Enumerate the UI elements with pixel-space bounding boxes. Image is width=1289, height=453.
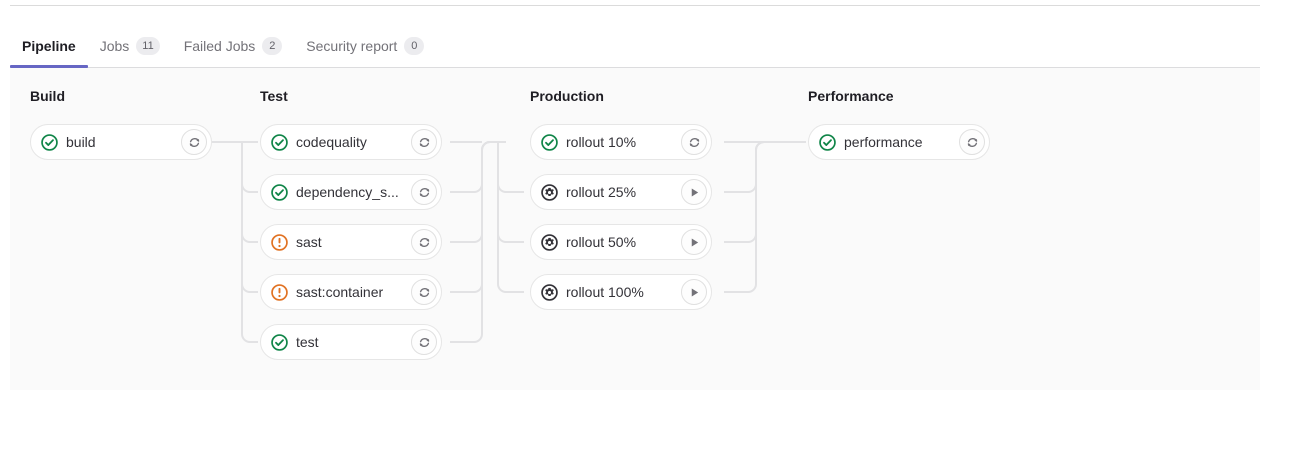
- retry-icon: [419, 237, 429, 247]
- job-name: rollout 50%: [566, 234, 637, 250]
- status-success-icon: [41, 133, 58, 151]
- retry-icon: [419, 137, 429, 147]
- play-icon: [691, 287, 698, 297]
- tab-count-badge: 0: [404, 36, 425, 55]
- tab-count-badge: 2: [262, 36, 283, 55]
- status-manual-icon: [541, 233, 558, 251]
- status-warning-icon: [271, 233, 288, 251]
- tab-security-report[interactable]: Security report 0: [294, 24, 436, 67]
- job-name: rollout 10%: [566, 134, 637, 150]
- stage-title: Build: [30, 88, 65, 104]
- pipeline-job-card[interactable]: rollout 10%: [530, 124, 712, 160]
- retry-job-button[interactable]: [411, 279, 437, 305]
- pipeline-job-card[interactable]: sast: [260, 224, 442, 260]
- retry-job-button[interactable]: [411, 329, 437, 355]
- pipeline-graph-panel: Build build Test codequality dependency_s...…: [10, 68, 1260, 390]
- stage-title: Production: [530, 88, 604, 104]
- tab-label: Failed Jobs: [183, 37, 256, 54]
- retry-icon: [419, 287, 429, 297]
- play-icon: [691, 237, 698, 247]
- tab-label: Jobs: [99, 37, 130, 54]
- job-name: sast:container: [296, 284, 384, 300]
- job-name: codequality: [296, 134, 367, 150]
- retry-job-button[interactable]: [411, 229, 437, 255]
- job-name: build: [66, 134, 96, 150]
- job-name: sast: [296, 234, 322, 250]
- retry-job-button[interactable]: [411, 179, 437, 205]
- container-top-divider: [10, 5, 1260, 6]
- retry-job-button[interactable]: [959, 129, 985, 155]
- job-name: test: [296, 334, 319, 350]
- tab-failed-jobs[interactable]: Failed Jobs 2: [172, 24, 295, 67]
- retry-icon: [419, 187, 429, 197]
- pipeline-job-card[interactable]: performance: [808, 124, 990, 160]
- play-job-button[interactable]: [681, 179, 707, 205]
- status-success-icon: [819, 133, 836, 151]
- status-success-icon: [541, 133, 558, 151]
- stage-title: Test: [260, 88, 288, 104]
- tab-label: Pipeline: [22, 37, 76, 54]
- play-job-button[interactable]: [681, 279, 707, 305]
- pipeline-job-card[interactable]: test: [260, 324, 442, 360]
- status-success-icon: [271, 133, 288, 151]
- retry-job-button[interactable]: [181, 129, 207, 155]
- pipeline-job-card[interactable]: dependency_s...: [260, 174, 442, 210]
- pipeline-job-card[interactable]: rollout 50%: [530, 224, 712, 260]
- pipeline-job-card[interactable]: rollout 25%: [530, 174, 712, 210]
- pipeline-job-card[interactable]: build: [30, 124, 212, 160]
- job-name: rollout 100%: [566, 284, 644, 300]
- job-name: performance: [844, 134, 923, 150]
- play-icon: [691, 187, 698, 197]
- retry-job-button[interactable]: [681, 129, 707, 155]
- status-success-icon: [271, 333, 288, 351]
- retry-job-button[interactable]: [411, 129, 437, 155]
- status-manual-icon: [541, 183, 558, 201]
- tab-jobs[interactable]: Jobs 11: [88, 24, 172, 67]
- pipeline-job-card[interactable]: rollout 100%: [530, 274, 712, 310]
- status-warning-icon: [271, 283, 288, 301]
- tab-count-badge: 11: [136, 36, 160, 55]
- tab-pipeline[interactable]: Pipeline: [10, 24, 88, 68]
- retry-icon: [967, 137, 977, 147]
- job-name: rollout 25%: [566, 184, 637, 200]
- play-job-button[interactable]: [681, 229, 707, 255]
- retry-icon: [189, 137, 199, 147]
- tab-label: Security report: [306, 37, 398, 54]
- pipeline-job-card[interactable]: sast:container: [260, 274, 442, 310]
- retry-icon: [689, 137, 699, 147]
- retry-icon: [419, 337, 429, 347]
- pipeline-job-card[interactable]: codequality: [260, 124, 442, 160]
- job-name: dependency_s...: [296, 184, 399, 200]
- status-manual-icon: [541, 283, 558, 301]
- status-success-icon: [271, 183, 288, 201]
- stage-title: Performance: [808, 88, 894, 104]
- pipeline-tabbar: Pipeline Jobs 11 Failed Jobs 2 Security repor…: [10, 24, 1260, 68]
